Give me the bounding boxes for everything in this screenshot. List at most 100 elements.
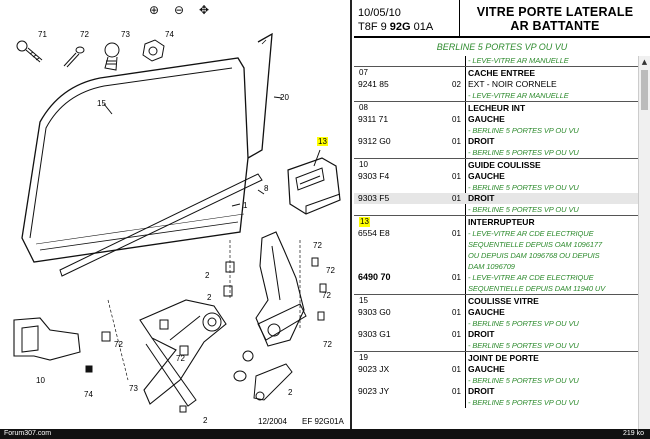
scroll-up-icon[interactable]: ▲ (641, 58, 648, 66)
callout-72[interactable]: 72 (80, 30, 89, 39)
callout-72-b[interactable]: 72 (313, 241, 322, 250)
callout-73-b[interactable]: 73 (129, 384, 138, 393)
part-quantity: 01 (452, 137, 461, 146)
slide-8-part (59, 173, 263, 277)
bushing-part (242, 350, 254, 362)
part-note: - BERLINE 5 PORTES VP OU VU (468, 398, 579, 407)
window-glass-part (21, 57, 249, 263)
zoom-toolbar: ⊕ ⊖ ✥ (146, 2, 212, 18)
callout-8[interactable]: 8 (264, 184, 269, 193)
part-reference[interactable]: 6490 70 (358, 272, 391, 282)
part-description: DROIT (468, 386, 495, 396)
status-site: Forum307.com (4, 430, 52, 437)
callout-72-g[interactable]: 72 (114, 340, 123, 349)
part-quantity: 01 (452, 365, 461, 374)
callout-1[interactable]: 1 (243, 201, 248, 210)
callout-2[interactable]: 2 (205, 271, 210, 280)
part-line: COULISSE VITRE (354, 296, 638, 307)
parts-list-panel: 10/05/10 T8F 9 92G 01A VITRE PORTE LATER… (354, 0, 650, 429)
part-quantity: 01 (452, 115, 461, 124)
part-reference[interactable]: 9023 JY (358, 386, 390, 396)
part-line: JOINT DE PORTE (354, 353, 638, 364)
callout-73[interactable]: 73 (121, 30, 130, 39)
part-description: JOINT DE PORTE (468, 353, 539, 363)
callout-2-b[interactable]: 2 (207, 293, 212, 302)
callout-15[interactable]: 15 (97, 99, 106, 108)
item-number: 15 (359, 296, 368, 305)
part-reference[interactable]: 9303 F5 (358, 193, 390, 203)
part-line: OU DEPUIS DAM 1096768 OU DEPUIS (354, 250, 638, 261)
column-divider (465, 102, 466, 158)
diagram-reference: EF 92G01A (302, 417, 344, 426)
part-line: - BERLINE 5 PORTES VP OU VU (354, 375, 638, 386)
part-line: - LEVE-VITRE AR MANUELLE (354, 56, 638, 66)
zoom-out-icon[interactable]: ⊖ (173, 3, 185, 17)
zoom-in-icon[interactable]: ⊕ (148, 3, 160, 17)
scrollbar[interactable]: ▲ (638, 56, 650, 429)
part-reference[interactable]: 9241 85 (358, 79, 389, 89)
regulator-left-part (139, 299, 227, 407)
scroll-thumb[interactable] (641, 70, 648, 110)
part-reference[interactable]: 9312 G0 (358, 136, 391, 146)
part-reference[interactable]: 6554 E8 (358, 228, 390, 238)
callout-71[interactable]: 71 (38, 30, 47, 39)
callout-74-b[interactable]: 74 (84, 390, 93, 399)
partial-row: - LEVE-VITRE AR MANUELLE (354, 56, 638, 66)
ref-bold: 92G (389, 21, 411, 33)
part-note: - BERLINE 5 PORTES VP OU VU (468, 341, 579, 350)
item-number: 07 (359, 68, 368, 77)
callout-72-c[interactable]: 72 (326, 266, 335, 275)
part-note: - LEVE-VITRE AR CDE ELECTRIQUE (468, 273, 594, 282)
part-reference[interactable]: 9303 F4 (358, 171, 390, 181)
part-description: CACHE ENTREE (468, 68, 536, 78)
part-note: SEQUENTIELLE DEPUIS OAM 1096177 (468, 240, 603, 249)
handle-part (253, 363, 293, 401)
column-divider (465, 352, 466, 408)
callout-74[interactable]: 74 (165, 30, 174, 39)
callout-13[interactable]: 13 (317, 137, 328, 146)
part-description: COULISSE VITRE (468, 296, 539, 306)
part-description: LECHEUR INT (468, 103, 526, 113)
callout-20[interactable]: 20 (280, 93, 289, 102)
regulator-right-part (255, 231, 307, 347)
pan-icon[interactable]: ✥ (198, 3, 210, 17)
exploded-diagram[interactable]: ⊕ ⊖ ✥ (0, 0, 352, 429)
screw-73-part (104, 42, 120, 71)
part-quantity: 01 (452, 330, 461, 339)
callout-10[interactable]: 10 (36, 376, 45, 385)
callout-2-d[interactable]: 2 (288, 388, 293, 397)
part-reference[interactable]: 9303 G0 (358, 307, 391, 317)
callout-72-f[interactable]: 72 (176, 354, 185, 363)
page-title: VITRE PORTE LATERALE AR BATTANTE (460, 0, 650, 36)
part-note: - BERLINE 5 PORTES VP OU VU (468, 205, 579, 214)
column-divider (465, 67, 466, 101)
callout-72-e[interactable]: 72 (323, 340, 332, 349)
part-reference[interactable]: 9023 JX (358, 364, 390, 374)
seal-20-part (247, 32, 273, 159)
switch-13-part (287, 157, 341, 215)
callout-72-d[interactable]: 72 (322, 291, 331, 300)
column-divider (465, 56, 466, 66)
catalog-date: 10/05/10 (358, 7, 401, 19)
part-reference[interactable]: 9303 G1 (358, 329, 391, 339)
callout-2-c[interactable]: 2 (203, 416, 208, 425)
part-reference[interactable]: 9311 71 (358, 114, 389, 124)
